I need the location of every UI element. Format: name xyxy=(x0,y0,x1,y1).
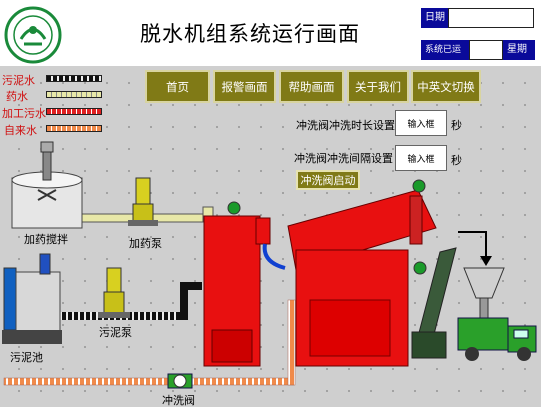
nav-help-button[interactable]: 帮助画面 xyxy=(279,70,344,103)
flush-interval-input[interactable]: 输入框 xyxy=(395,145,447,171)
flush-duration-input[interactable]: 输入框 xyxy=(395,110,447,136)
nav-language-button[interactable]: 中英文切换 xyxy=(411,70,481,103)
run-time-label: 系统已运行 xyxy=(421,40,469,75)
legend-bar-tap-water xyxy=(46,125,102,132)
legend-bar-process-water xyxy=(46,108,102,115)
flush-duration-label: 冲洗阀冲洗时长设置 xyxy=(296,119,395,132)
flush-valve-label: 冲洗阀 xyxy=(162,394,195,407)
legend-label-tap-water: 自来水 xyxy=(4,124,37,137)
flush-interval-unit: 秒 xyxy=(451,154,462,167)
sludge-tank-label: 污泥池 xyxy=(10,351,43,364)
dosing-pump-label: 加药泵 xyxy=(129,237,162,250)
legend-bar-sludge-water xyxy=(46,75,102,82)
date-field xyxy=(448,8,534,28)
date-label: 日期 xyxy=(421,8,451,28)
nav-about-button[interactable]: 关于我们 xyxy=(347,70,409,103)
nav-alarm-button[interactable]: 报警画面 xyxy=(213,70,276,103)
sludge-pump-label: 污泥泵 xyxy=(99,326,132,339)
legend-label-sludge-water: 污泥水 xyxy=(2,74,35,87)
legend-bar-chemical xyxy=(46,91,102,98)
run-time-field xyxy=(469,40,503,60)
legend-label-chemical: 药水 xyxy=(6,90,28,103)
legend-label-process-water: 加工污水 xyxy=(2,107,46,120)
mixer-label: 加药搅拌 xyxy=(24,233,68,246)
company-logo xyxy=(4,6,62,64)
page-title: 脱水机组系统运行画面 xyxy=(140,22,360,46)
flush-interval-label: 冲洗阀冲洗间隔设置 xyxy=(294,152,393,165)
nav-home-button[interactable]: 首页 xyxy=(145,70,210,103)
flush-start-button[interactable]: 冲洗阀启动 xyxy=(296,170,360,190)
flush-duration-unit: 秒 xyxy=(451,119,462,132)
weekday-label: 星期 xyxy=(503,40,535,60)
